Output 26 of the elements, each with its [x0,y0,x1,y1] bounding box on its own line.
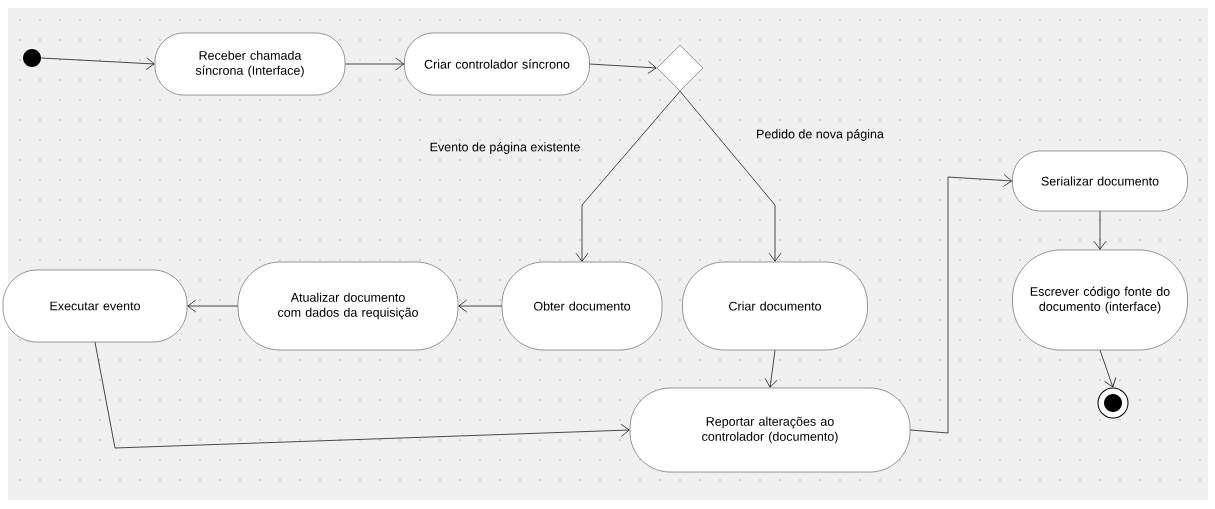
arrow [1093,210,1107,250]
arrow [589,61,657,74]
action-box: Receber chamada síncrona (Interface) [154,32,346,96]
arrow [764,349,778,388]
arrow [458,299,503,313]
action-box: Escrever código fonte do documento (interface) [1012,249,1188,351]
action-box: Reportar alterações ao controlador (documento) [629,387,911,473]
arrow [344,57,405,71]
decision-diamond [656,44,704,92]
action-box: Obter documento [501,261,663,351]
arrow [679,90,782,262]
action-box: Criar controlador síncrono [404,32,590,96]
arrow [40,57,155,70]
arrow [187,299,239,313]
arrow [94,341,630,449]
arrow [909,174,1013,434]
action-box: Atualizar documento com dados da requisição [237,261,459,351]
edge-label: Pedido de nova página [755,128,885,142]
arrow [1099,349,1117,388]
edge-label: Evento de página existente [428,141,582,155]
end-bullseye [1097,387,1129,419]
action-box: Serializar documento [1012,150,1188,212]
action-box: Executar evento [2,269,188,343]
start-dot [23,49,41,67]
arrow [575,90,681,262]
action-box: Criar documento [682,261,868,351]
